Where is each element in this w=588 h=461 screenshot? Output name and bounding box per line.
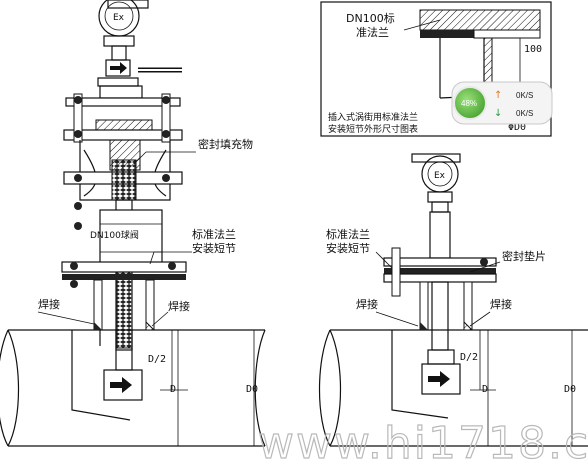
right-dim-half-d: D/2 [460, 352, 478, 363]
left-weld-label-right: 焊接 [168, 299, 190, 313]
right-diagram: Ex [318, 153, 588, 447]
inset-dim-phi-d0: ΦD0 [508, 122, 526, 133]
watermark: www.hi1718.com [258, 418, 588, 461]
right-flange [383, 247, 497, 331]
download-arrow-icon: ↓ [494, 108, 502, 119]
left-weld-label-left: 焊接 [38, 297, 60, 311]
inset-flange-label-2: 准法兰 [356, 25, 389, 39]
left-probe [71, 329, 143, 421]
right-weld-label-left: 焊接 [356, 297, 378, 311]
left-dim-half-d: D/2 [148, 354, 166, 365]
left-transmitter-head: Ex [98, 0, 149, 61]
network-usage-percent: 48% [461, 99, 477, 108]
right-ex-badge: Ex [434, 171, 446, 181]
right-std-flange-label-1: 标准法兰 [326, 227, 370, 241]
left-seal-filler-label: 密封填充物 [198, 137, 253, 151]
left-upper-flange [63, 93, 183, 171]
left-diagram: Ex [0, 0, 266, 447]
left-std-flange-label-1: 标准法兰 [192, 227, 236, 241]
right-transmitter-head: Ex [411, 153, 461, 259]
right-dim-d0: D0 [564, 384, 576, 395]
right-std-flange-label-2: 安装短节 [326, 241, 370, 255]
right-dimensions: D/2 D D0 [460, 330, 576, 446]
left-dim-d: D [170, 384, 176, 395]
left-sensor-rod [74, 199, 163, 351]
left-ball-valve-label: DN100球阀 [90, 229, 139, 241]
left-dim-d0: D0 [246, 384, 258, 395]
right-dim-d: D [482, 384, 488, 395]
network-usage-ball [453, 86, 487, 120]
download-rate: 0K/S [516, 109, 533, 118]
right-pipe [318, 329, 588, 447]
inset-dim-100: 100 [524, 44, 542, 55]
right-gasket-label: 密封垫片 [502, 249, 546, 263]
inset-caption-2: 安装短节外形尺寸图表 [328, 123, 418, 135]
left-dimensions: D/2 D D0 [148, 330, 265, 447]
upload-rate: 0K/S [516, 91, 533, 100]
upload-arrow-icon: ↑ [494, 90, 502, 101]
network-speed-widget[interactable]: 48% ↑ 0K/S ↓ 0K/S [451, 81, 553, 125]
right-probe [391, 281, 461, 419]
inset-caption-1: 插入式涡街用标准法兰 [328, 111, 418, 123]
right-weld-label-right: 焊接 [490, 297, 512, 311]
inset-flange-label-1: DN100标 [346, 11, 395, 25]
left-std-flange-label-2: 安装短节 [192, 241, 236, 255]
left-labels: 密封填充物 DN100球阀 标准法兰 安装短节 焊接 焊接 [37, 137, 253, 327]
left-ex-badge: Ex [113, 13, 125, 23]
left-lower-flange [61, 261, 187, 331]
right-labels: 标准法兰 安装短节 密封垫片 焊接 焊接 [326, 227, 546, 327]
left-valve-handle [97, 59, 182, 99]
